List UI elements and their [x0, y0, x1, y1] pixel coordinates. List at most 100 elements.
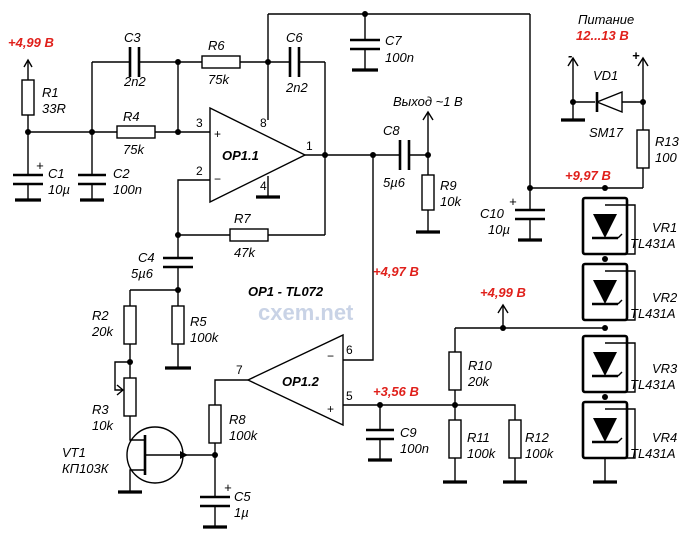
- r13-name: R13: [655, 134, 680, 149]
- c5-name: C5: [234, 489, 251, 504]
- c3-value: 2n2: [123, 74, 146, 89]
- r5-name: R5: [190, 314, 207, 329]
- op1-2-minus: −: [327, 349, 334, 363]
- c8-name: C8: [383, 123, 400, 138]
- r3-resistor: [114, 361, 137, 430]
- op-type-label: OP1 - TL072: [248, 284, 324, 299]
- c10-value: 10µ: [488, 222, 510, 237]
- supply-plus: +: [632, 48, 640, 63]
- r4-value: 75k: [123, 142, 145, 157]
- vt1-type: КП103К: [62, 461, 110, 476]
- voltage-label-mid: +4,97 В: [373, 264, 419, 279]
- op1-2-label: OP1.2: [282, 374, 320, 389]
- voltage-label-ref: +3,56 В: [373, 384, 419, 399]
- pin-2: 2: [196, 164, 203, 178]
- r1-name: R1: [42, 85, 59, 100]
- r9-resistor: [416, 155, 440, 234]
- junction: [602, 256, 608, 262]
- op1-1-plus: +: [214, 127, 221, 141]
- r8-value: 100k: [229, 428, 259, 443]
- r2-name: R2: [92, 308, 109, 323]
- c1-capacitor: [13, 132, 43, 202]
- r12-resistor: [455, 404, 527, 484]
- vt1-transistor: [126, 426, 215, 492]
- pin-5: 5: [346, 389, 353, 403]
- pin-8: 8: [260, 116, 267, 130]
- supply-range: 12...13 В: [576, 28, 629, 43]
- r5-resistor: [165, 290, 191, 370]
- vr1-name: VR1: [652, 220, 677, 235]
- r3-name: R3: [92, 402, 109, 417]
- r8-resistor: [208, 379, 248, 455]
- vr1-type: TL431A: [630, 236, 676, 251]
- r3-value: 10k: [92, 418, 114, 433]
- c1-name: C1: [48, 166, 65, 181]
- op1-1-label: OP1.1: [222, 148, 259, 163]
- watermark: cxem.net: [258, 300, 354, 325]
- junction: [322, 152, 328, 158]
- c9-capacitor: [366, 405, 394, 462]
- vt1-name: VT1: [62, 445, 86, 460]
- c1-plus: +: [36, 158, 44, 173]
- r11-value: 100k: [467, 446, 497, 461]
- pin-1: 1: [306, 139, 313, 153]
- r9-name: R9: [440, 178, 457, 193]
- r8-name: R8: [229, 412, 246, 427]
- r4-resistor: [116, 125, 210, 139]
- c4-name: C4: [138, 250, 155, 265]
- r5-value: 100k: [190, 330, 220, 345]
- pin-4: 4: [260, 179, 267, 193]
- c3-capacitor: [91, 47, 202, 132]
- r9-value: 10k: [440, 194, 462, 209]
- r6-name: R6: [208, 38, 225, 53]
- c4-value: 5µ6: [131, 266, 154, 281]
- vr1-regulator: [581, 196, 636, 256]
- c6-name: C6: [286, 30, 303, 45]
- junction: [602, 185, 608, 191]
- c3-name: C3: [124, 30, 141, 45]
- vr2-type: TL431A: [630, 306, 676, 321]
- c2-capacitor: [78, 132, 106, 202]
- vr3-type: TL431A: [630, 377, 676, 392]
- r7-name: R7: [234, 211, 251, 226]
- vr4-type: TL431A: [630, 446, 676, 461]
- wire-pin2: [177, 179, 210, 235]
- voltage-label-ref2: +4,99 В: [480, 285, 526, 300]
- r13-value: 100: [655, 150, 677, 165]
- r10-name: R10: [468, 358, 493, 373]
- vd1-name: VD1: [593, 68, 618, 83]
- r10-resistor: [448, 328, 462, 420]
- vr4-regulator: [581, 400, 636, 460]
- c2-value: 100n: [113, 182, 142, 197]
- vr4-name: VR4: [652, 430, 677, 445]
- r2-value: 20k: [91, 324, 114, 339]
- op1-1-amplifier: [209, 106, 400, 204]
- vr3-regulator: [581, 334, 636, 394]
- ref-arrow: [497, 303, 509, 328]
- c9-name: C9: [400, 425, 417, 440]
- voltage-label-997: +9,97 В: [565, 168, 611, 183]
- op1-1-minus: −: [214, 172, 221, 186]
- r13-resistor: [636, 129, 650, 188]
- r10-value: 20k: [467, 374, 490, 389]
- r12-value: 100k: [525, 446, 555, 461]
- r6-resistor: [201, 55, 290, 69]
- c10-capacitor: [515, 188, 545, 242]
- c10-plus: +: [509, 194, 517, 209]
- op1-2-amplifier: [246, 155, 455, 427]
- r4-name: R4: [123, 109, 140, 124]
- c5-plus: +: [224, 480, 232, 495]
- c1-value: 10µ: [48, 182, 70, 197]
- vd1-type: SM17: [589, 125, 624, 140]
- r11-resistor: [443, 419, 467, 484]
- c5-capacitor: [200, 455, 230, 529]
- c7-name: C7: [385, 33, 402, 48]
- r1-resistor: [21, 58, 35, 132]
- vr2-name: VR2: [652, 290, 678, 305]
- junction: [602, 325, 608, 331]
- op1-2-plus: +: [327, 402, 334, 416]
- vr2-regulator: [581, 262, 636, 322]
- r7-value: 47k: [234, 245, 256, 260]
- output-arrow: [422, 110, 434, 155]
